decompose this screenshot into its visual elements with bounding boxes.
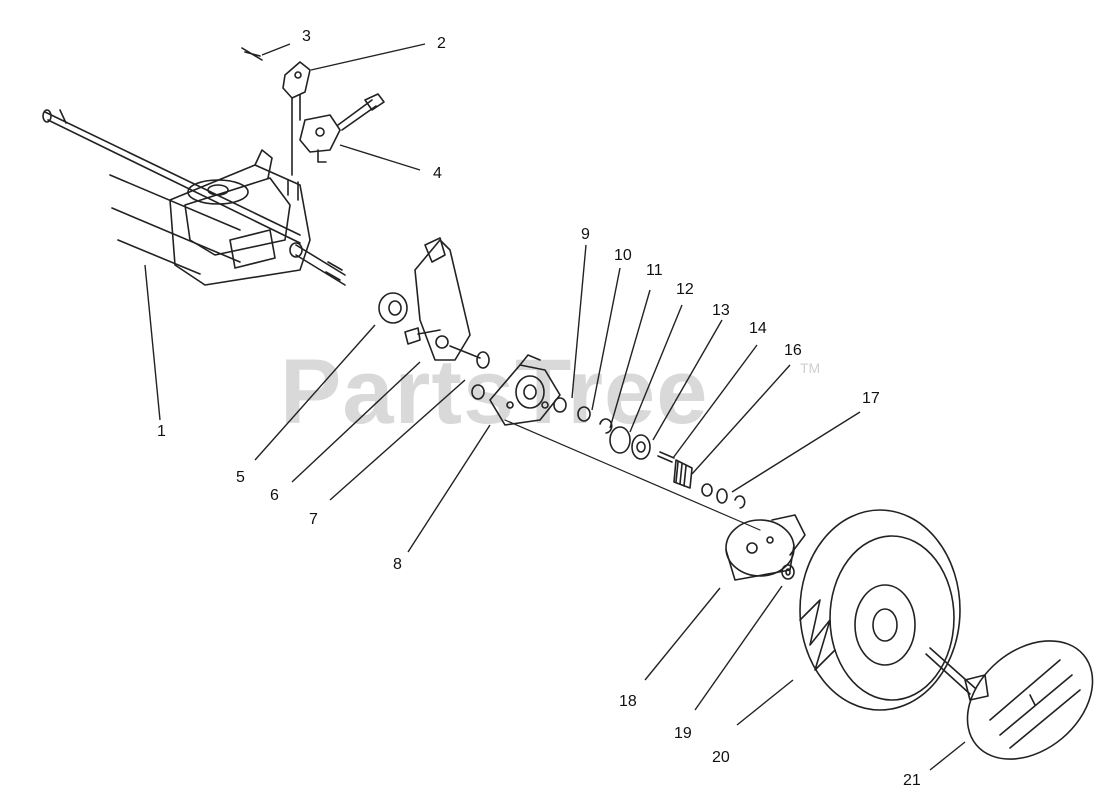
bearing-stack bbox=[553, 397, 746, 509]
callout-14: 14 bbox=[749, 320, 767, 337]
handle-tube bbox=[109, 174, 241, 275]
callout-19: 19 bbox=[674, 725, 692, 742]
retaining-ring bbox=[471, 351, 490, 400]
callout-2: 2 bbox=[437, 35, 446, 52]
callout-12: 12 bbox=[676, 281, 694, 298]
bracket bbox=[299, 93, 385, 163]
callout-13: 13 bbox=[712, 302, 730, 319]
gear-housing bbox=[489, 354, 561, 426]
drive-shaft bbox=[42, 109, 301, 244]
wheel bbox=[799, 509, 961, 711]
callout-5: 5 bbox=[236, 469, 245, 486]
callout-16: 16 bbox=[784, 342, 802, 359]
height-adjust-plate bbox=[404, 237, 481, 361]
watermark-trademark: TM bbox=[800, 360, 821, 376]
wheel-bolt bbox=[925, 647, 989, 701]
callout-3: 3 bbox=[302, 28, 311, 45]
washer bbox=[378, 292, 408, 324]
transmission-housing bbox=[169, 149, 346, 286]
callout-1: 1 bbox=[157, 423, 166, 440]
cotter-pin bbox=[241, 47, 263, 61]
callout-18: 18 bbox=[619, 693, 637, 710]
callout-21: 21 bbox=[903, 772, 921, 789]
callout-9: 9 bbox=[581, 226, 590, 243]
callout-6: 6 bbox=[270, 487, 279, 504]
wheel-washer bbox=[781, 564, 795, 580]
leader-lines bbox=[144, 43, 966, 771]
callout-4: 4 bbox=[433, 165, 442, 182]
callout-17: 17 bbox=[862, 390, 880, 407]
callout-8: 8 bbox=[393, 556, 402, 573]
wheel-cover bbox=[966, 640, 1094, 760]
assembly-axis bbox=[504, 419, 761, 531]
hub-cover bbox=[725, 514, 806, 581]
callout-10: 10 bbox=[614, 247, 632, 264]
callout-20: 20 bbox=[712, 749, 730, 766]
callout-11: 11 bbox=[646, 262, 663, 279]
callout-7: 7 bbox=[309, 511, 318, 528]
cam-knob bbox=[282, 61, 311, 176]
